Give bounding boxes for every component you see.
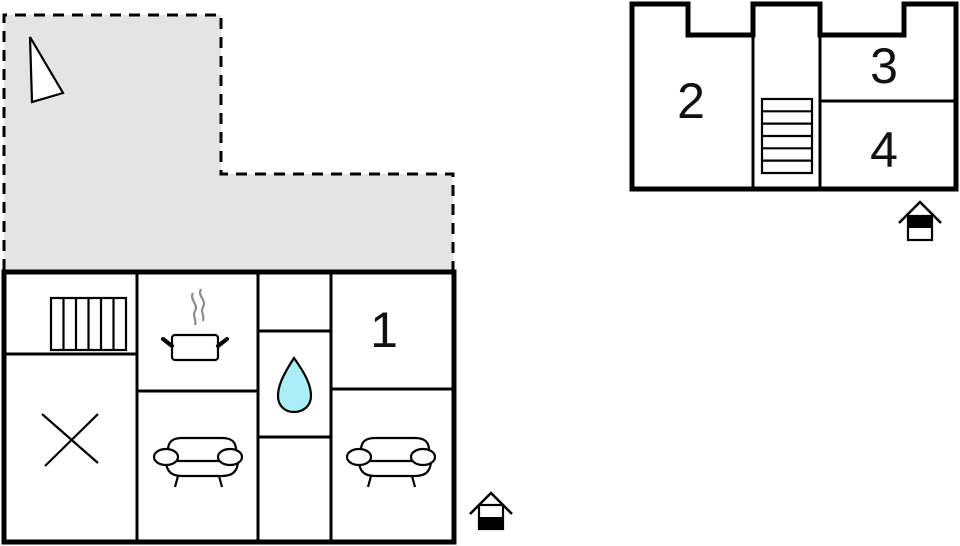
upper-floor: 2 3 4 bbox=[629, 1, 959, 192]
armchair-icon bbox=[345, 436, 437, 488]
armchair-icon bbox=[152, 436, 244, 488]
staircase-icon bbox=[760, 97, 814, 175]
room-number-3: 3 bbox=[870, 38, 898, 94]
outdoor-terrace bbox=[2, 13, 455, 270]
dining-table-icon bbox=[41, 413, 99, 467]
water-drop-icon bbox=[276, 356, 313, 414]
cooking-pot-icon bbox=[161, 288, 229, 362]
room-number-4: 4 bbox=[870, 122, 898, 178]
staircase-icon bbox=[49, 296, 128, 352]
entrance-icon bbox=[898, 200, 942, 242]
room-number-1: 1 bbox=[370, 302, 398, 358]
ground-floor: 1 bbox=[1, 269, 457, 545]
room-number-2: 2 bbox=[677, 73, 705, 129]
north-arrow-icon bbox=[28, 36, 65, 104]
entrance-icon bbox=[469, 491, 513, 531]
